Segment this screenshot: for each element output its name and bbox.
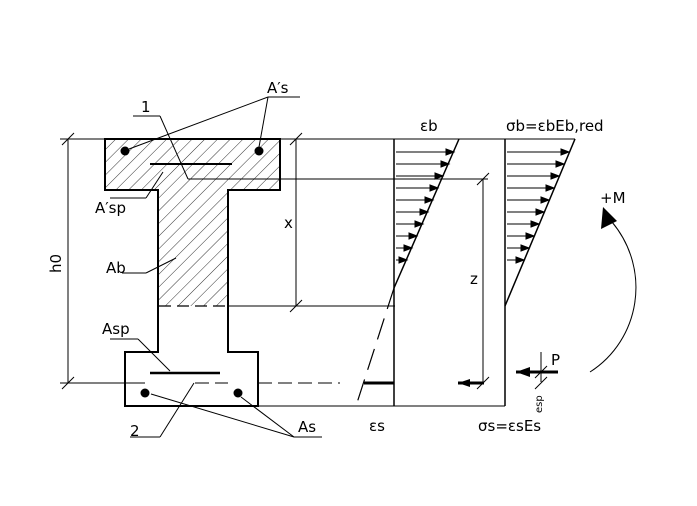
labels: A′s 1 A′sp x h0 Ab Asp 2 As z εb σb=εbEb… — [47, 79, 626, 440]
label-x: x — [284, 214, 293, 232]
label-as: As — [298, 418, 316, 436]
prestress-force-arrow — [516, 352, 558, 390]
bottom-bar-left — [140, 388, 150, 398]
stress-arrows — [507, 148, 571, 264]
label-callout-1: 1 — [141, 98, 151, 116]
label-moment: +M — [600, 189, 626, 207]
label-asp: Asp — [102, 320, 130, 338]
strain-arrows — [396, 148, 456, 264]
label-esp: esp — [534, 395, 545, 413]
top-bar-left — [120, 146, 130, 156]
label-asp-prime: A′sp — [95, 199, 126, 217]
label-sigma-s: σs=εsEs — [478, 417, 541, 435]
label-sigma-b: σb=εbEb,red — [506, 117, 604, 135]
label-callout-2: 2 — [130, 422, 140, 440]
moment-arrow — [589, 207, 637, 373]
stress-diagram — [458, 138, 576, 406]
label-as-prime: A′s — [267, 79, 289, 97]
compression-zone-hatch — [106, 140, 279, 307]
reinforcement — [120, 146, 264, 398]
label-eps-b: εb — [420, 117, 438, 135]
label-z: z — [470, 270, 478, 288]
label-eps-s: εs — [369, 417, 385, 435]
leader-lines — [110, 96, 322, 438]
bottom-bar-right — [233, 388, 243, 398]
label-ab: Ab — [106, 259, 126, 277]
reference-lines — [60, 132, 575, 407]
top-bar-right — [254, 146, 264, 156]
label-p: P — [551, 351, 560, 369]
label-h0: h0 — [47, 254, 65, 273]
